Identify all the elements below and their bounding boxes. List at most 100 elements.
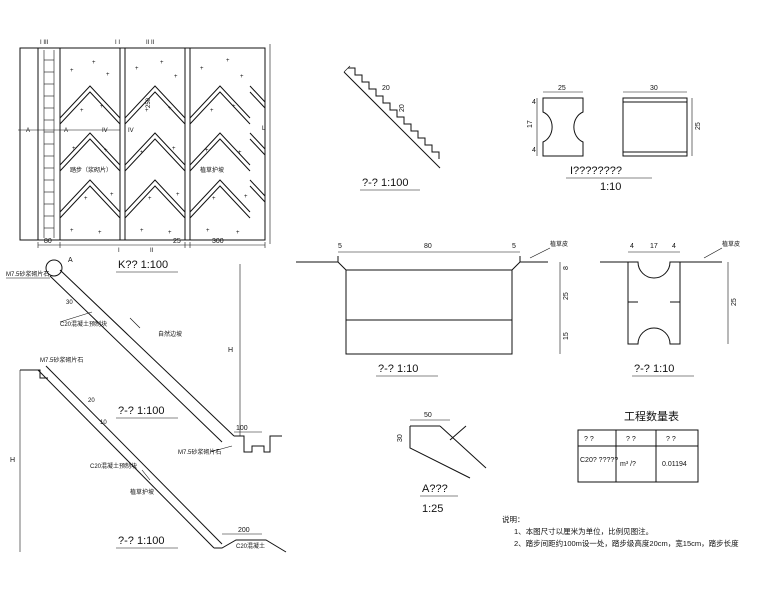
svg-text:+: + xyxy=(98,230,102,236)
svg-text:+: + xyxy=(135,66,139,72)
svg-text:+: + xyxy=(72,146,76,152)
mid-label-grass: 植草皮 xyxy=(550,240,568,248)
dim-10: 10 xyxy=(100,420,107,426)
plan-dim-ladder: 80 xyxy=(44,238,52,245)
svg-text:+: + xyxy=(140,228,144,234)
svg-text:+: + xyxy=(70,228,74,234)
right-dim-h: 25 xyxy=(731,298,738,306)
chevron-pattern xyxy=(60,85,265,219)
svg-text:+: + xyxy=(176,192,180,198)
svg-text:+: + xyxy=(232,104,236,110)
svg-text:+: + xyxy=(104,148,108,154)
dim-base: 100 xyxy=(236,425,248,432)
svg-text:+: + xyxy=(238,150,242,156)
section-mark-top-3: II II xyxy=(146,40,155,46)
stair-title: ?-? 1:100 xyxy=(362,177,408,189)
svg-text:+: + xyxy=(206,228,210,234)
svg-text:+: + xyxy=(200,66,204,72)
notes-item-2: 2、踏步间距约100m设一处，踏步级高度20cm，宽15cm，踏步长度 xyxy=(514,539,739,548)
svg-text:+: + xyxy=(70,68,74,74)
ladder-rungs xyxy=(43,50,55,238)
stair-detail: 20 20 ?-? 1:100 xyxy=(343,65,441,191)
svg-text:+: + xyxy=(168,230,172,236)
plan-dim-cell: 300 xyxy=(212,238,224,245)
plan-outline xyxy=(19,47,266,241)
svg-text:+: + xyxy=(212,196,216,202)
plan-label-grass: 植草护坡 xyxy=(200,166,224,174)
mid-dim-h-top: 8 xyxy=(563,266,570,270)
row-mark-4: IV xyxy=(128,128,134,134)
block-title: I???????? xyxy=(570,165,622,177)
svg-text:+: + xyxy=(160,60,164,66)
svg-text:+: + xyxy=(148,196,152,202)
svg-text:+: + xyxy=(92,60,96,66)
dim-20: 20 xyxy=(88,398,95,404)
row-mark-3: IV xyxy=(102,128,108,134)
section-right: 4 17 4 25 植草皮 ?-? 1:10 xyxy=(600,240,740,377)
mid-dim-right: 5 xyxy=(512,243,516,250)
svg-text:+: + xyxy=(140,150,144,156)
svg-text:+: + xyxy=(244,194,248,200)
svg-text:+: + xyxy=(80,108,84,114)
block-dim-w2: 30 xyxy=(650,85,658,92)
mid-dim-left: 5 xyxy=(338,243,342,250)
right-dim-a: 4 xyxy=(630,243,634,250)
svg-text:+: + xyxy=(168,106,172,112)
section-mark-bottom-1: I xyxy=(118,248,120,254)
dim-h-right: H xyxy=(228,347,233,354)
table-cell-3: 0.01194 xyxy=(662,461,687,468)
notes-item-1: 1、本图尺寸以厘米为单位，比例见图注。 xyxy=(514,527,654,536)
label-m75-bottom: M7.5砂浆砌片石 xyxy=(178,448,221,456)
grass-ticks: +++ +++ +++ +++ +++ +++ +++ +++ +++ +++ … xyxy=(70,58,248,236)
label-c20-lower: C20混凝土预制块 xyxy=(90,462,137,470)
section-mid-title: ?-? 1:10 xyxy=(378,363,418,375)
plan-dim-gap: 25 xyxy=(173,238,181,245)
table-header-3: ? ? xyxy=(666,436,676,443)
section-upper-title: ?-? 1:100 xyxy=(118,405,164,417)
svg-text:+: + xyxy=(106,72,110,78)
stair-riser: 20 xyxy=(399,104,406,112)
block-scale: 1:10 xyxy=(600,181,621,193)
plan-title: K?? 1:100 xyxy=(118,259,168,271)
svg-text:+: + xyxy=(205,148,209,154)
section-mark-top-1: I III xyxy=(40,40,49,46)
dim-h-left: H xyxy=(10,457,15,464)
plan-view: +++ +++ +++ +++ +++ +++ +++ +++ +++ +++ … xyxy=(18,40,271,273)
plan-dim-chevron: 250 xyxy=(146,97,152,108)
label-c20-bottom: C20混凝土 xyxy=(236,542,265,550)
mid-dim-h-bot: 15 xyxy=(563,332,570,340)
section-mark-bottom-2: II xyxy=(150,248,154,254)
svg-text:+: + xyxy=(100,104,104,110)
svg-text:+: + xyxy=(145,108,149,114)
detail-a-w: 50 xyxy=(424,412,432,419)
svg-text:+: + xyxy=(210,108,214,114)
block-detail: 25 17 4 4 30 25 I???????? 1:10 xyxy=(527,85,702,193)
label-m75-top: M7.5砂浆砌片石 xyxy=(6,270,49,278)
right-dim-b: 17 xyxy=(650,243,658,250)
label-c20-upper: C20混凝土预制块 xyxy=(60,320,107,328)
section-left: A M7.5砂浆砌片石 30 C20混凝土预制块 自然边坡 H 100 M7.5… xyxy=(6,257,287,553)
notes: 说明： 1、本图尺寸以厘米为单位，比例见图注。 2、踏步间距约100m设一处，踏… xyxy=(502,514,758,550)
row-mark-1: A xyxy=(26,128,30,134)
label-grass-slope: 植草护坡 xyxy=(130,488,154,496)
block-dim-s1: 4 xyxy=(532,99,536,106)
table-cell-1: C20? ????? xyxy=(580,457,618,464)
block-dim-w1: 25 xyxy=(558,85,566,92)
right-dim-c: 4 xyxy=(672,243,676,250)
detail-a: 50 30 A??? 1:25 xyxy=(397,412,487,515)
svg-text:+: + xyxy=(172,146,176,152)
section-mark-top-2: I I xyxy=(115,40,120,46)
detail-a-scale: 1:25 xyxy=(422,503,443,515)
section-lower-title: ?-? 1:100 xyxy=(118,535,164,547)
block-dim-s2: 4 xyxy=(532,147,536,154)
section-mid: 5 80 5 8 25 15 植草皮 ?-? 1:10 xyxy=(296,240,570,377)
svg-text:+: + xyxy=(226,58,230,64)
row-mark-2: A xyxy=(64,128,68,134)
block-dim-h2: 25 xyxy=(695,122,702,130)
block-dim-h1: 17 xyxy=(527,120,534,128)
plan-label-stair: 踏步（浆砌片） xyxy=(70,166,112,174)
stair-tread: 20 xyxy=(382,85,390,92)
mid-dim-h-mid: 25 xyxy=(563,292,570,300)
label-natural-slope: 自然边坡 xyxy=(158,330,182,338)
